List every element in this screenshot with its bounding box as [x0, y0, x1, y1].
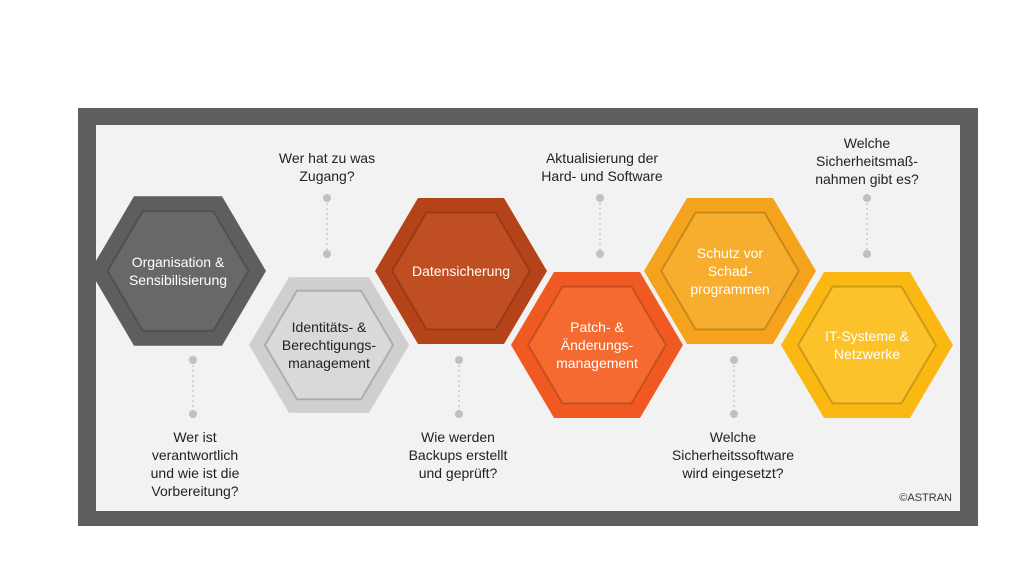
hexagon-inner-shape	[797, 285, 937, 405]
hexagon-label: IT-Systeme &	[825, 328, 910, 344]
connector-dot	[863, 250, 871, 258]
hexagon-inner-shape	[106, 210, 250, 332]
question-text: verantwortlich	[152, 447, 238, 463]
hexagon-inner-shape	[660, 211, 800, 331]
connector-dot	[730, 356, 738, 364]
connector-dot	[596, 250, 604, 258]
hexagon-label: programmen	[690, 281, 769, 297]
connector-dot	[189, 356, 197, 364]
question-text: und geprüft?	[419, 465, 498, 481]
question-text: Welche	[844, 135, 891, 151]
question-q-organisation: Wer ist verantwortlich und wie ist dieVorb…	[151, 429, 240, 499]
question-text: Vorbereitung?	[151, 483, 238, 499]
hexagon-inner-shape	[391, 211, 531, 331]
connector-group	[189, 194, 871, 418]
question-text: Sicherheitssoftware	[672, 447, 794, 463]
connector-dot	[863, 194, 871, 202]
copyright-label: ©ASTRAN	[899, 492, 952, 504]
hexagon-datensicherung: Datensicherung	[375, 198, 547, 344]
question-text: nahmen gibt es?	[815, 171, 919, 187]
hexagon-label: Netzwerke	[834, 346, 900, 362]
question-text: Hard- und Software	[541, 168, 663, 184]
connector-dot	[189, 410, 197, 418]
question-text: Zugang?	[299, 168, 354, 184]
hexagon-label: Schutz vor	[697, 245, 763, 261]
hexagon-organisation: Organisation & Sensibilisierung	[90, 196, 266, 346]
connector-dot	[730, 410, 738, 418]
hexagon-label: Organisation &	[132, 254, 225, 270]
hexagon-inner-shape	[263, 289, 395, 401]
connector-dot	[323, 250, 331, 258]
hexagon-label: Änderungs-	[561, 337, 634, 353]
question-text: und wie ist die	[151, 465, 240, 481]
hexagon-inner-shape	[527, 285, 667, 405]
question-text: wird eingesetzt?	[681, 465, 783, 481]
hexagon-label: management	[556, 355, 638, 371]
connector-dot	[455, 410, 463, 418]
hexagon-label: Schad-	[708, 263, 753, 279]
hexagon-label: Patch- &	[570, 319, 624, 335]
hexagon-itsysteme: IT-Systeme & Netzwerke	[781, 272, 953, 418]
hexagon-patch: Patch- & Änderungs-management	[511, 272, 683, 418]
hexagon-label: management	[288, 355, 370, 371]
hexagon-label: Berechtigungs-	[282, 337, 377, 353]
connector-dot	[455, 356, 463, 364]
connector-dot	[596, 194, 604, 202]
question-text: Backups erstellt	[409, 447, 508, 463]
question-text: Sicherheitsmaß-	[816, 153, 918, 169]
question-text: Welche	[710, 429, 757, 445]
question-text: Wer hat zu was	[279, 150, 375, 166]
question-text: Wer ist	[173, 429, 216, 445]
hexagon-label: Sensibilisierung	[129, 272, 227, 288]
hexagon-identitaet: Identitäts- & Berechtigungs-management	[249, 277, 409, 413]
question-text: Wie werden	[421, 429, 495, 445]
question-group: Wer ist verantwortlich und wie ist dieVorb…	[151, 135, 919, 499]
connector-dot	[323, 194, 331, 202]
hexagon-label: Datensicherung	[412, 263, 510, 279]
hexagon-group: Organisation &SensibilisierungIdentitäts…	[90, 196, 953, 418]
question-text: Aktualisierung der	[546, 150, 658, 166]
hexagon-label: Identitäts- &	[292, 319, 367, 335]
